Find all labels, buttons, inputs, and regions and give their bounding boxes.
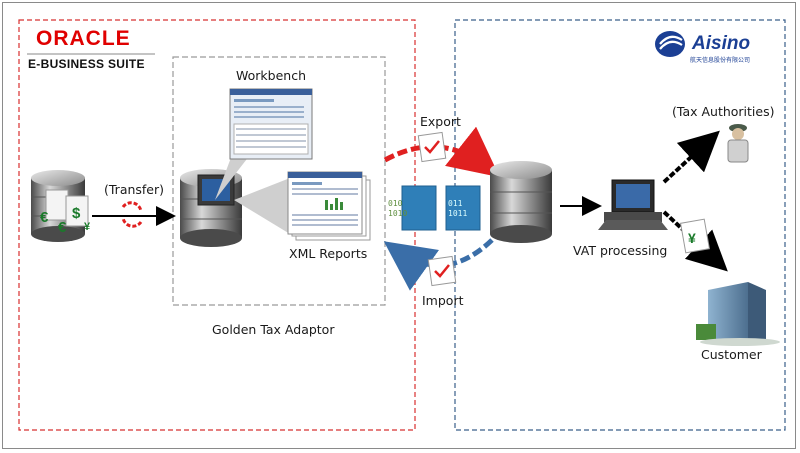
workbench-label: Workbench [236, 68, 306, 83]
database-money-icon: € € $ ¥ [31, 170, 91, 242]
aisino-logo-icon [655, 31, 685, 57]
tax-authorities-label: (Tax Authorities) [672, 104, 775, 119]
customer-arrow [662, 210, 728, 272]
svg-text:€: € [58, 219, 67, 236]
adaptor-boundary [172, 56, 386, 306]
xml-reports-screenshot [287, 171, 371, 241]
svg-text:1011: 1011 [448, 209, 467, 218]
ebs-label: E-BUSINESS SUITE [28, 57, 145, 71]
vat-processing-label: VAT processing [573, 243, 668, 258]
svg-text:$: $ [72, 205, 81, 222]
golden-tax-adaptor-label: Golden Tax Adaptor [212, 322, 335, 337]
database-computer-icon [180, 169, 242, 247]
svg-text:¥: ¥ [84, 221, 91, 233]
officer-icon [727, 124, 749, 163]
customer-label: Customer [701, 347, 762, 362]
export-document-icon [417, 131, 447, 163]
import-document-icon [427, 255, 457, 287]
building-icon [696, 282, 780, 346]
aisino-subtitle: 航天信息股份有限公司 [690, 57, 751, 64]
workbench-screenshot [229, 88, 313, 160]
aisino-logo: Aisino [692, 33, 751, 54]
import-label: Import [422, 293, 464, 308]
oracle-logo: ORACLE [36, 27, 131, 50]
svg-text:€: € [40, 209, 49, 226]
workbench-callout [215, 155, 250, 200]
export-label: Export [420, 114, 461, 129]
svg-text:010: 010 [388, 199, 403, 208]
database-icon [490, 161, 552, 243]
invoice-icon: ¥ [679, 218, 711, 254]
svg-text:¥: ¥ [688, 230, 696, 246]
xml-reports-label: XML Reports [289, 246, 368, 261]
svg-text:1010: 1010 [388, 209, 407, 218]
svg-text:011: 011 [448, 199, 463, 208]
xml-reports-callout [234, 178, 290, 234]
computer-icon [598, 179, 668, 230]
tax-authorities-arrow [662, 130, 720, 184]
transfer-cycle-icon [121, 201, 143, 228]
binary-files-icon: 010 1010 011 1011 [388, 185, 481, 231]
transfer-label: (Transfer) [104, 182, 165, 197]
